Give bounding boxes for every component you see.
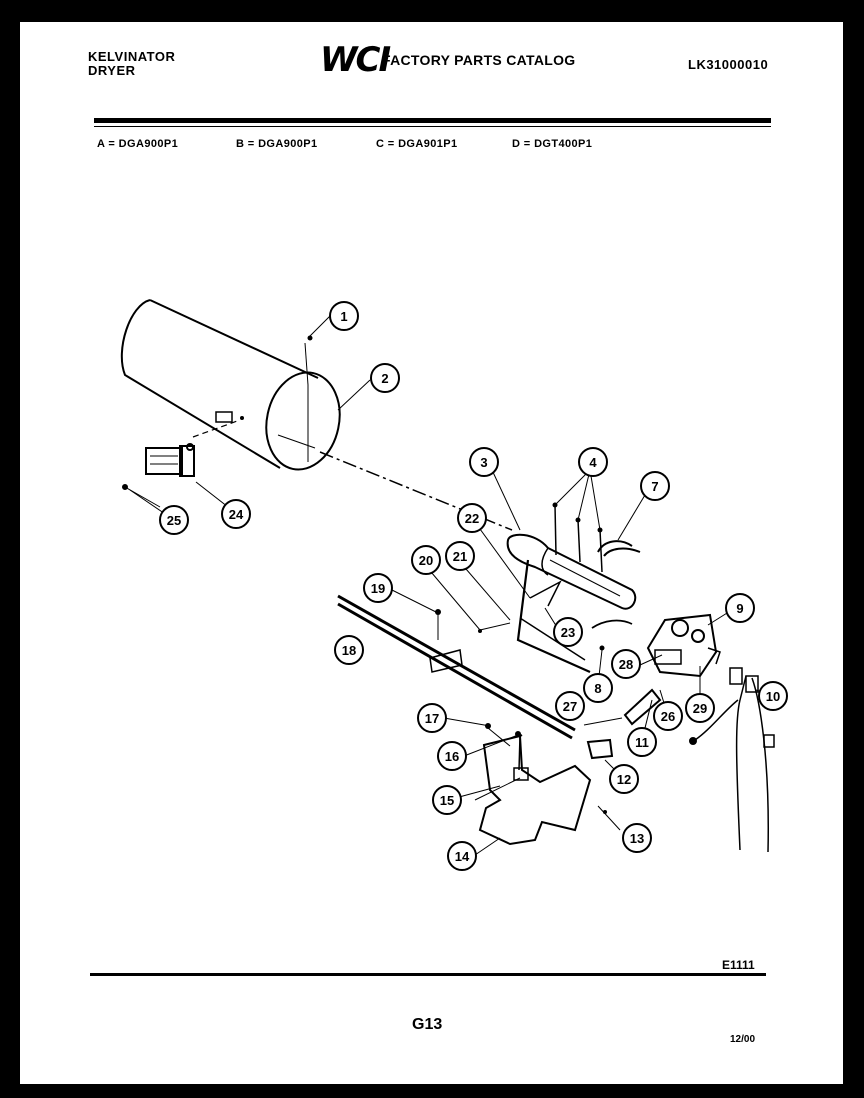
svg-text:14: 14 <box>455 849 470 864</box>
svg-text:22: 22 <box>465 511 479 526</box>
callout-1: 1 <box>329 301 359 331</box>
callout-26: 26 <box>653 701 683 731</box>
header-rule-thin <box>94 126 771 127</box>
product-name: DRYER <box>88 63 136 78</box>
callout-17: 17 <box>417 703 447 733</box>
wci-logo: WCI <box>320 40 391 80</box>
callout-25: 25 <box>159 505 189 535</box>
diagram-code: E1111 <box>722 958 755 972</box>
svg-text:7: 7 <box>651 479 658 494</box>
callout-19: 19 <box>363 573 393 603</box>
catalog-title: FACTORY PARTS CATALOG <box>382 52 576 68</box>
svg-text:4: 4 <box>589 455 597 470</box>
callout-22: 22 <box>457 503 487 533</box>
svg-text:17: 17 <box>425 711 439 726</box>
svg-text:19: 19 <box>371 581 385 596</box>
callout-20: 20 <box>411 545 441 575</box>
svg-text:3: 3 <box>480 455 487 470</box>
callout-11: 11 <box>627 727 657 757</box>
svg-text:8: 8 <box>594 681 601 696</box>
wire-harness <box>689 667 775 853</box>
svg-text:25: 25 <box>167 513 181 528</box>
callout-27: 27 <box>555 691 585 721</box>
bracket-rod <box>337 594 576 740</box>
brand-name: KELVINATOR <box>88 49 176 64</box>
svg-text:9: 9 <box>736 601 743 616</box>
callout-4: 4 <box>578 447 608 477</box>
model-a: A = DGA900P1 <box>97 138 179 150</box>
callout-16: 16 <box>437 741 467 771</box>
catalog-number: LK31000010 <box>688 57 769 72</box>
callout-24: 24 <box>221 499 251 529</box>
footer-rule <box>90 973 766 976</box>
switch-assembly <box>122 443 195 508</box>
drum-shape <box>120 299 341 471</box>
callout-12: 12 <box>609 764 639 794</box>
svg-text:12: 12 <box>617 772 631 787</box>
svg-text:10: 10 <box>766 689 780 704</box>
callout-10: 10 <box>758 681 788 711</box>
svg-text:13: 13 <box>630 831 644 846</box>
burner-assembly <box>479 504 641 674</box>
callout-18: 18 <box>334 635 364 665</box>
svg-text:16: 16 <box>445 749 459 764</box>
svg-text:1: 1 <box>340 309 347 324</box>
callout-13: 13 <box>622 823 652 853</box>
brand-block: KELVINATOR DRYER <box>88 50 175 78</box>
svg-text:27: 27 <box>563 699 577 714</box>
svg-text:28: 28 <box>619 657 633 672</box>
page-number: G13 <box>412 1016 443 1033</box>
callout-3: 3 <box>469 447 499 477</box>
revision-date: 12/00 <box>730 1034 756 1045</box>
callout-2: 2 <box>370 363 400 393</box>
svg-text:26: 26 <box>661 709 675 724</box>
callouts: 1 2 3 4 7 22 20 21 19 18 23 9 28 8 27 11… <box>159 301 788 871</box>
header-rule <box>94 118 771 123</box>
svg-text:23: 23 <box>561 625 575 640</box>
lower-bracket <box>474 727 621 846</box>
svg-text:24: 24 <box>229 507 244 522</box>
svg-text:21: 21 <box>453 549 467 564</box>
callout-28: 28 <box>611 649 641 679</box>
callout-9: 9 <box>725 593 755 623</box>
svg-text:29: 29 <box>693 701 707 716</box>
model-b: B = DGA900P1 <box>236 138 318 150</box>
svg-text:2: 2 <box>381 371 388 386</box>
model-c: C = DGA901P1 <box>376 138 458 150</box>
model-d: D = DGT400P1 <box>512 138 593 150</box>
callout-14: 14 <box>447 841 477 871</box>
callout-8: 8 <box>583 673 613 703</box>
callout-23: 23 <box>553 617 583 647</box>
svg-text:11: 11 <box>635 735 649 750</box>
callout-29: 29 <box>685 693 715 723</box>
svg-text:15: 15 <box>440 793 454 808</box>
svg-text:18: 18 <box>342 643 356 658</box>
callout-7: 7 <box>640 471 670 501</box>
callout-15: 15 <box>432 785 462 815</box>
svg-text:20: 20 <box>419 553 433 568</box>
callout-21: 21 <box>445 541 475 571</box>
